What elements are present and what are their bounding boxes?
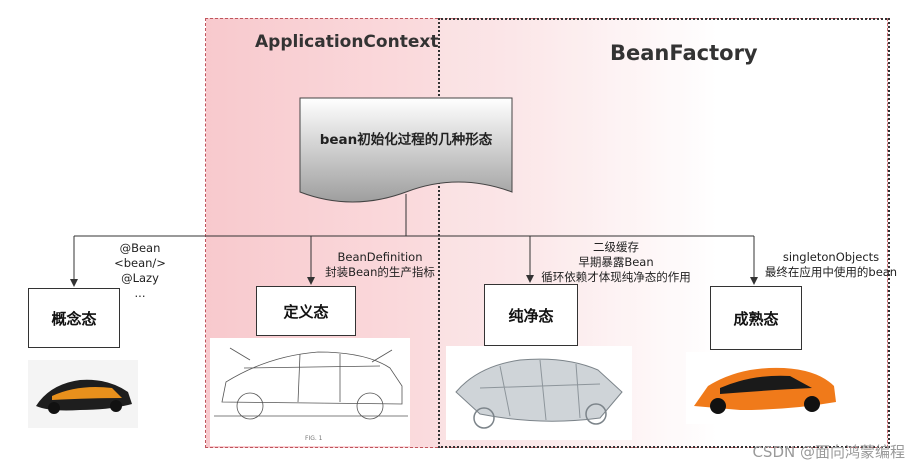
definition-annotation: BeanDefinition 封装Bean的生产指标 [318, 250, 442, 280]
annotation-line: 早期暴露Bean [578, 255, 654, 269]
pure-annotation: 二级缓存 早期暴露Bean 循环依赖才体现纯净态的作用 [526, 240, 706, 285]
concept-state-box: 概念态 [28, 288, 120, 348]
root-label: bean初始化过程的几种形态 [319, 132, 493, 148]
annotation-line: BeanDefinition [337, 250, 423, 264]
annotation-line: ... [134, 286, 146, 300]
annotation-line: 循环依赖才体现纯净态的作用 [541, 270, 691, 284]
concept-state-label: 概念态 [51, 309, 97, 328]
pure-state-label: 纯净态 [508, 306, 554, 325]
definition-state-box: 定义态 [256, 286, 356, 336]
application-context-title: ApplicationContext [255, 32, 439, 52]
mature-state-box: 成熟态 [710, 286, 802, 350]
annotation-line: 最终在应用中使用的bean [764, 265, 898, 279]
annotation-line: 封装Bean的生产指标 [325, 265, 435, 279]
concept-annotation: @Bean <bean/> @Lazy ... [104, 241, 176, 301]
pure-state-box: 纯净态 [484, 284, 578, 346]
csdn-watermark: CSDN @面向鸿蒙编程 [752, 443, 905, 461]
annotation-line: @Bean [119, 241, 161, 255]
mature-annotation: singletonObjects 最终在应用中使用的bean [758, 250, 904, 280]
root-document-shape [299, 97, 513, 203]
mature-state-label: 成熟态 [733, 309, 779, 328]
annotation-line: singletonObjects [782, 250, 880, 264]
annotation-line: <bean/> [114, 256, 166, 270]
definition-state-label: 定义态 [283, 302, 329, 321]
bean-factory-title: BeanFactory [610, 41, 758, 65]
annotation-line: 二级缓存 [593, 240, 639, 254]
annotation-line: @Lazy [121, 271, 159, 285]
